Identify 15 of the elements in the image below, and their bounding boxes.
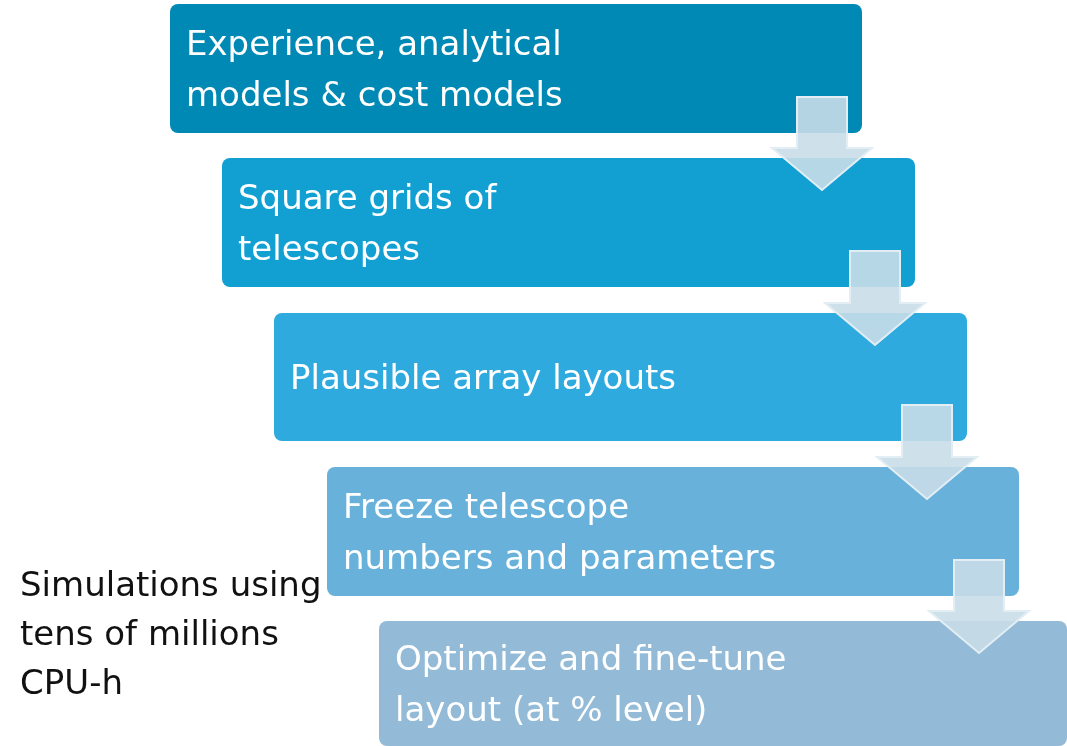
step-label: Freeze telescope numbers and parameters: [343, 484, 778, 579]
process-box: [327, 467, 1019, 596]
process-box: [274, 313, 967, 441]
step-label: Square grids of telescopes: [238, 175, 498, 270]
block-arrow: [926, 559, 1032, 655]
block-arrow: [874, 404, 980, 501]
block-arrow: [822, 250, 928, 347]
step-label: Optimize and fine-tune layout (at % level): [395, 636, 788, 731]
step-label: Plausible array layouts: [290, 355, 677, 399]
process-box: [379, 621, 1067, 746]
note-text: Simulations using tens of millions CPU-h: [20, 563, 323, 704]
step-label: Experience, analytical models & cost models: [186, 21, 564, 116]
process-box: [222, 158, 915, 287]
block-arrow: [769, 96, 875, 192]
process-box: [170, 4, 862, 133]
